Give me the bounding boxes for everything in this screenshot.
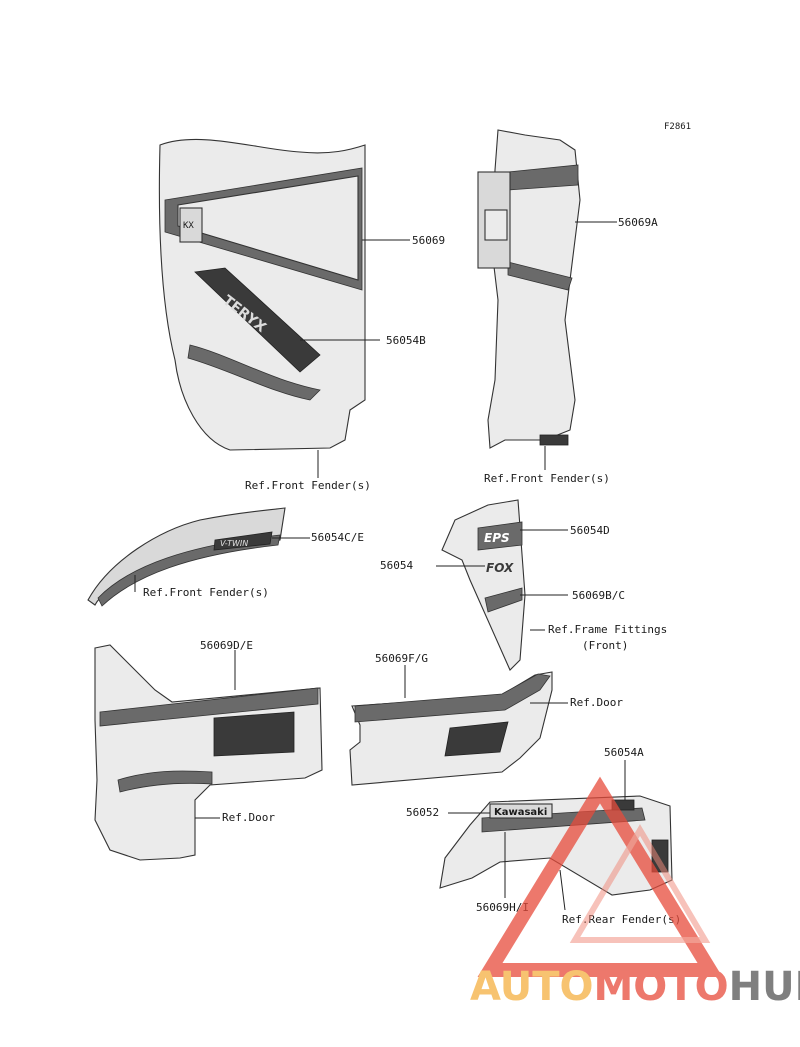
label-56054B: 56054B: [386, 334, 426, 347]
label-56069DE: 56069D/E: [200, 639, 253, 652]
kawasaki-decal: [489, 803, 553, 819]
svg-text:KX: KX: [183, 221, 194, 231]
label-56069: 56069: [412, 234, 445, 247]
label-ref-front-fender-2: Ref.Front Fender(s): [484, 472, 610, 485]
label-ref-frame-fittings: Ref.Frame Fittings: [548, 623, 667, 636]
label-56069FG: 56069F/G: [375, 652, 428, 665]
kx-logo-icon: [179, 207, 203, 243]
kawasaki-text: Kawasaki: [494, 807, 547, 818]
watermark-logo: AUTOMOTOHUB: [470, 776, 800, 1010]
label-56054A: 56054A: [604, 746, 644, 759]
watermark-moto: MOTO: [594, 964, 729, 1010]
label-56069HI: 56069H/I: [476, 901, 529, 914]
fox-text: FOX: [486, 561, 514, 575]
watermark-hub: HUB: [729, 964, 800, 1010]
label-ref-front-fender-3: Ref.Front Fender(s): [143, 586, 269, 599]
eps-text: EPS: [484, 531, 510, 545]
label-ref-front-fender-1: Ref.Front Fender(s): [245, 479, 371, 492]
upper-right-panel: [477, 129, 617, 470]
vtwin-decal: [213, 531, 273, 551]
watermark-auto: AUTO: [470, 964, 594, 1010]
vtwin-text: V-TWIN: [220, 539, 248, 548]
left-door: [94, 644, 323, 861]
label-56054: 56054: [380, 559, 413, 572]
label-56069A: 56069A: [618, 216, 658, 229]
figure-code: F2861: [664, 122, 691, 132]
label-ref-door-1: Ref.Door: [222, 811, 275, 824]
label-56054D: 56054D: [570, 524, 610, 537]
label-56069BC: 56069B/C: [572, 589, 625, 602]
teryx-decal: [194, 267, 321, 373]
label-ref-door-2: Ref.Door: [570, 696, 623, 709]
upper-left-panel: KX TERYX: [158, 139, 410, 478]
svg-text:AUTOMOTOHUB: AUTOMOTOHUB: [470, 964, 800, 1010]
right-door: [349, 665, 568, 786]
label-56052: 56052: [406, 806, 439, 819]
frame-fitting-front: EPS FOX: [436, 499, 568, 671]
front-fender-strip: V-TWIN: [87, 507, 310, 607]
label-ref-rear-fender: Ref.Rear Fender(s): [562, 913, 681, 926]
label-ref-frame-fittings-front: (Front): [582, 639, 628, 652]
watermark-triangle-icon: [477, 776, 723, 977]
label-56054CE: 56054C/E: [311, 531, 364, 544]
